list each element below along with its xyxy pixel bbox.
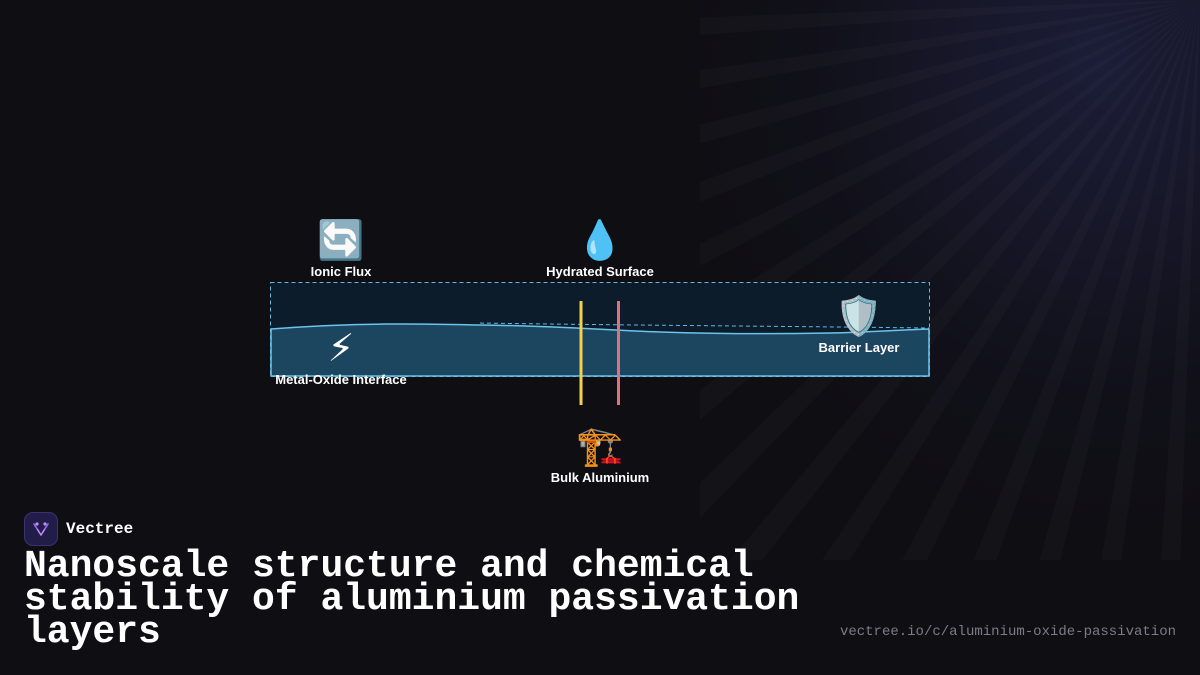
node-barrier-layer: 🛡️ Barrier Layer <box>819 294 900 355</box>
brand-name: Vectree <box>66 520 134 538</box>
node-metal-oxide-interface: ⚡ Metal-Oxide Interface <box>275 326 407 387</box>
brand: Vectree <box>24 512 133 546</box>
vectree-logo-icon <box>24 512 58 546</box>
barrier-boundary-line <box>479 322 930 329</box>
node-hydrated-surface: 💧 Hydrated Surface <box>546 218 654 279</box>
page-title: Nanoscale structure and chemical stabili… <box>24 545 800 654</box>
node-label: Ionic Flux <box>310 264 372 279</box>
node-label: Metal-Oxide Interface <box>275 372 407 387</box>
node-label: Bulk Aluminium <box>550 470 650 485</box>
node-label: Barrier Layer <box>818 340 900 355</box>
arrows-cycle-icon: 🔄 <box>317 218 365 262</box>
node-bulk-aluminium: 🏗️ Bulk Aluminium <box>551 424 649 485</box>
node-ionic-flux: 🔄 Ionic Flux <box>311 218 372 279</box>
shield-icon: 🛡️ <box>835 294 883 338</box>
lightning-icon: ⚡ <box>327 326 355 370</box>
droplet-icon: 💧 <box>576 218 624 262</box>
page-url: vectree.io/c/aluminium-oxide-passivation <box>839 624 1176 640</box>
crane-icon: 🏗️ <box>576 424 624 468</box>
oxide-layer <box>270 323 930 377</box>
node-label: Hydrated Surface <box>546 264 654 279</box>
